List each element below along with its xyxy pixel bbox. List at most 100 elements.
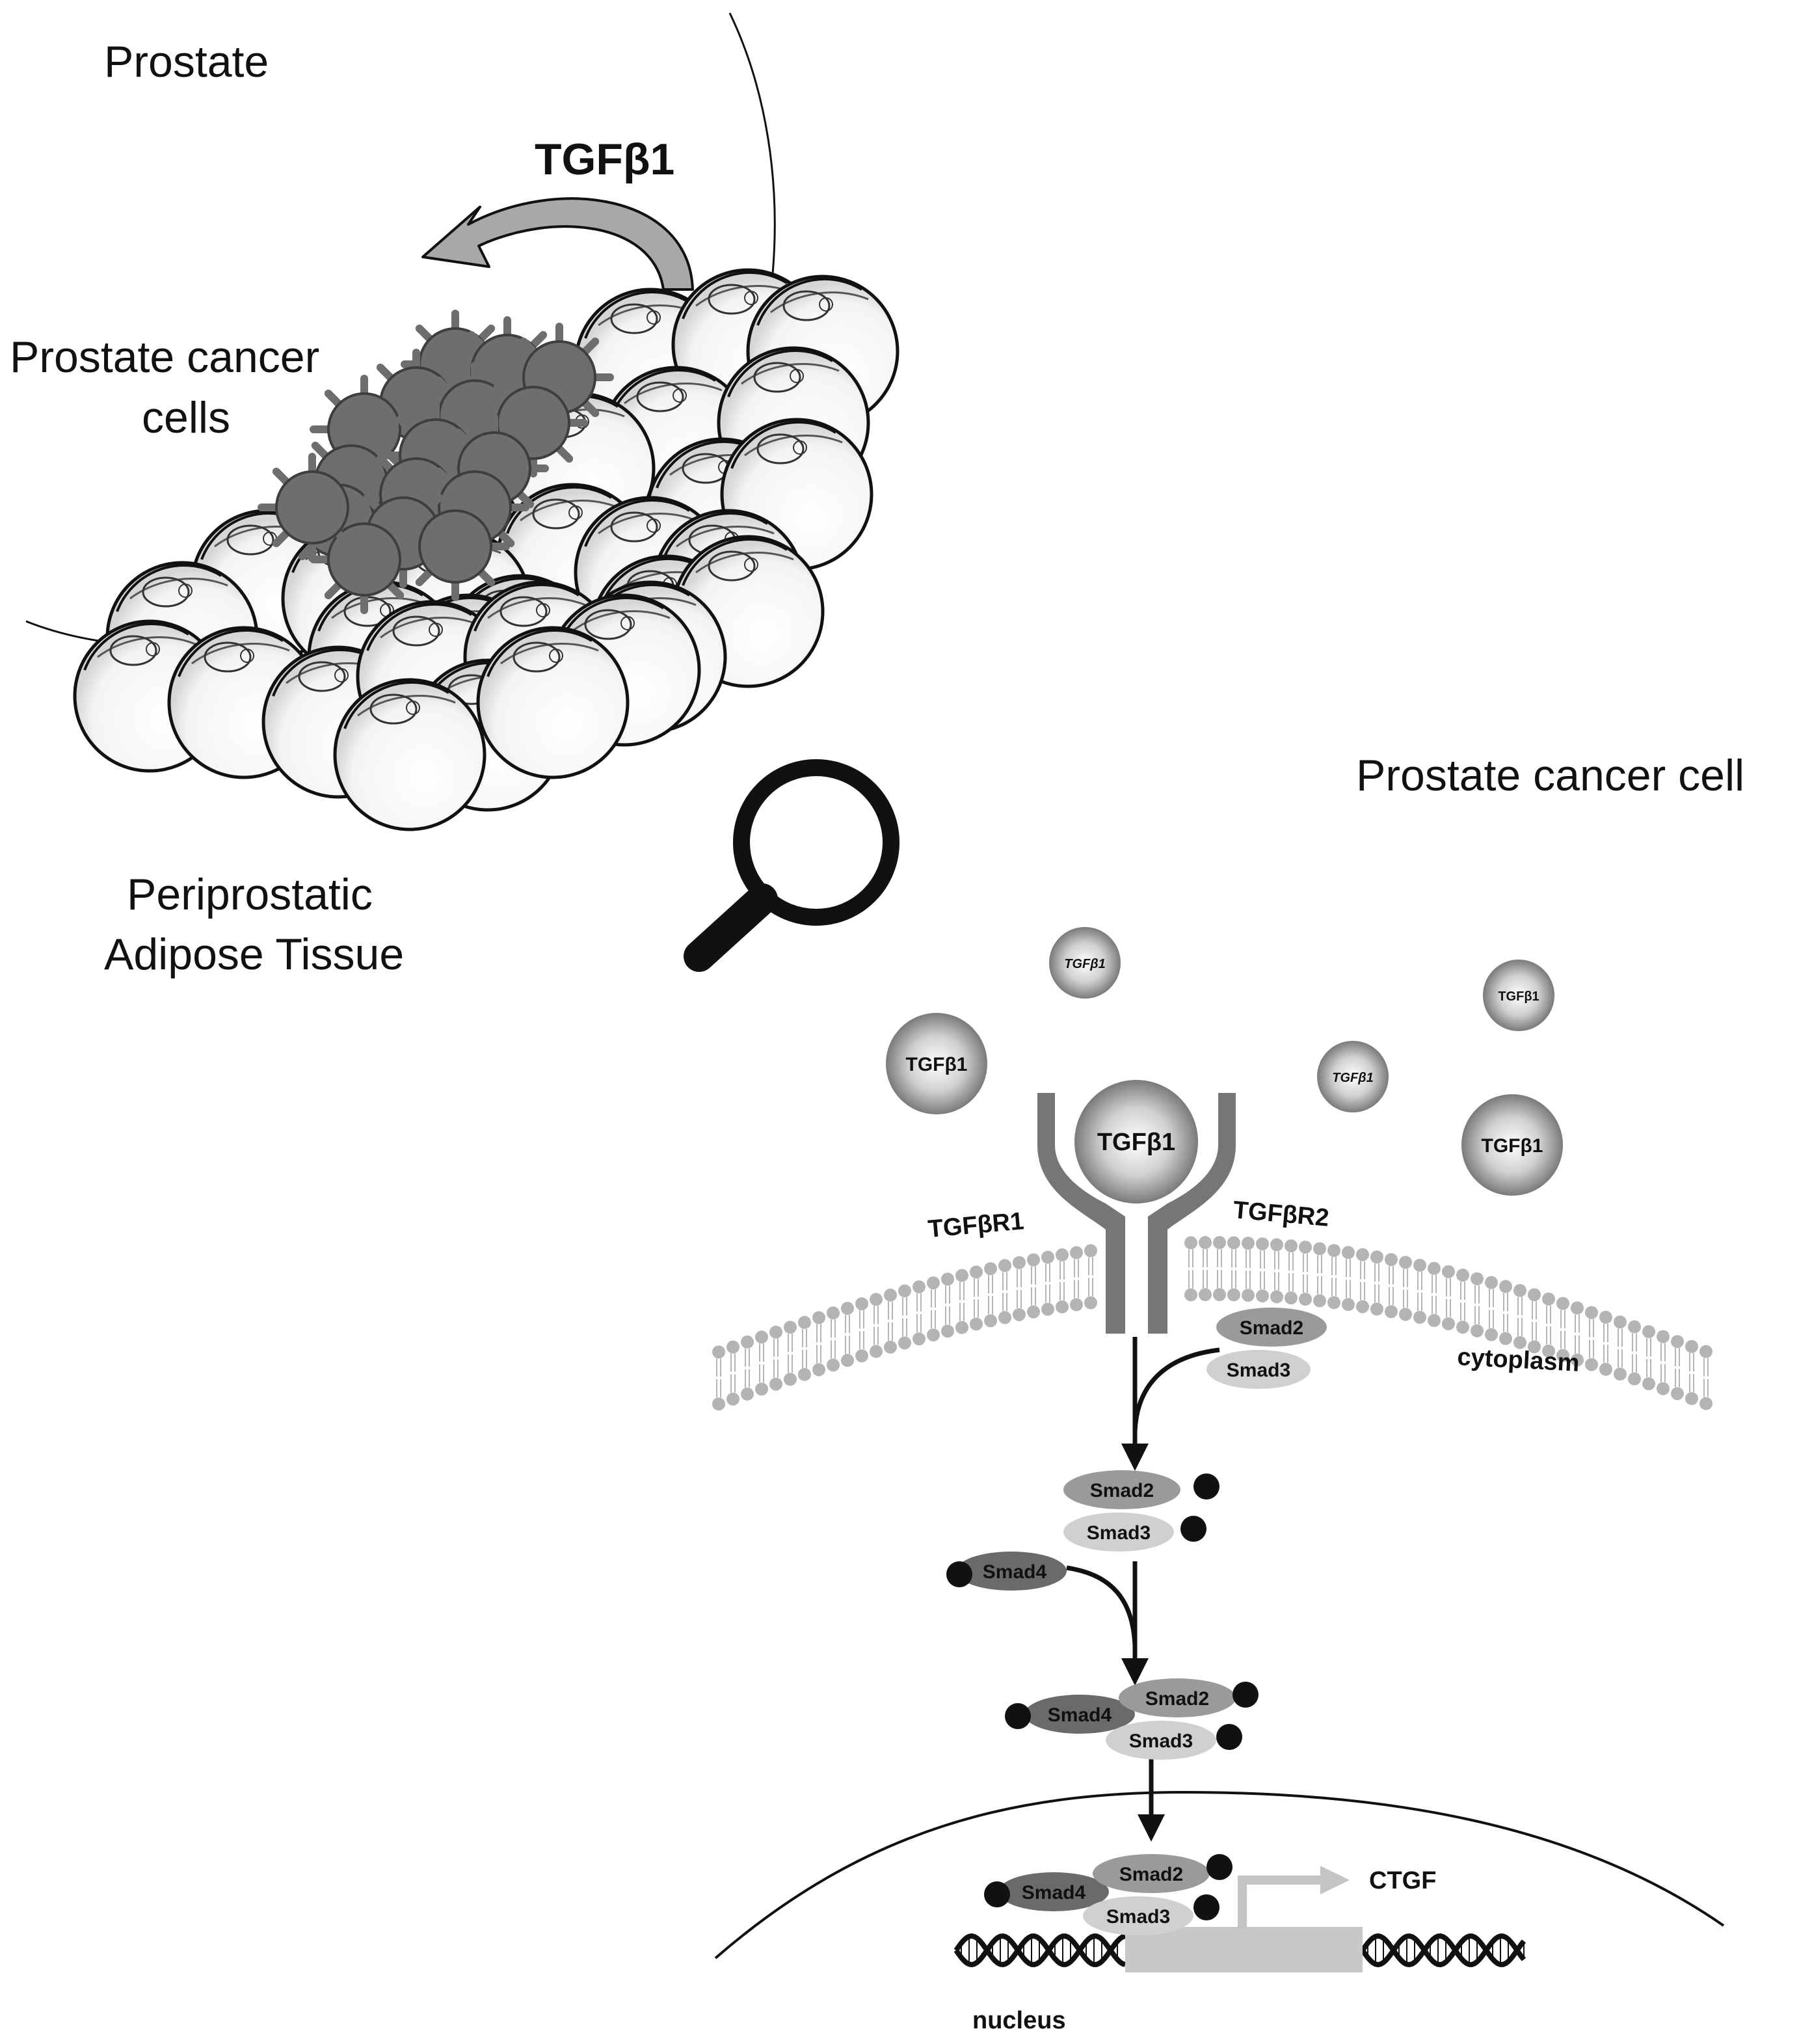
ligand-small-1: TGFβ1 bbox=[1049, 927, 1121, 999]
cytoplasm-label: cytoplasm bbox=[1457, 1343, 1580, 1377]
free-ligands: TGFβ1 TGFβ1 TGFβ1 TGFβ1 TGFβ1 bbox=[886, 927, 1563, 1196]
lipid bbox=[855, 1297, 868, 1363]
lipid bbox=[1671, 1335, 1684, 1401]
svg-text:TGFβ1: TGFβ1 bbox=[1064, 957, 1106, 971]
svg-text:TGFβ1: TGFβ1 bbox=[1482, 1135, 1543, 1157]
cancer-cell bbox=[258, 453, 367, 562]
svg-text:Smad3: Smad3 bbox=[1129, 1730, 1193, 1752]
ligand-medium-1: TGFβ1 bbox=[886, 1013, 987, 1114]
lipid bbox=[841, 1302, 854, 1367]
smad3-nuclear: Smad3 bbox=[1083, 1896, 1193, 1935]
lipid bbox=[1556, 1297, 1569, 1362]
smad2-nuclear: Smad2 bbox=[1093, 1854, 1210, 1893]
lipid bbox=[1313, 1242, 1326, 1308]
svg-text:Smad4: Smad4 bbox=[983, 1561, 1047, 1583]
lipid bbox=[913, 1280, 926, 1346]
lipid bbox=[1699, 1345, 1712, 1410]
ppat-label-line1: Periprostatic bbox=[127, 870, 373, 919]
tgfbr1-receptor bbox=[1037, 1093, 1125, 1334]
tgfbr1-label: TGFβR1 bbox=[927, 1207, 1025, 1243]
lipid bbox=[1227, 1236, 1240, 1302]
lipid bbox=[1299, 1241, 1312, 1306]
lipid bbox=[1013, 1256, 1026, 1321]
svg-text:Smad2: Smad2 bbox=[1119, 1864, 1183, 1885]
smad3-complex: Smad3 bbox=[1106, 1721, 1216, 1760]
ppat-label-line2: Adipose Tissue bbox=[104, 930, 404, 979]
lipid bbox=[927, 1276, 940, 1342]
lipid bbox=[1513, 1284, 1526, 1349]
cancer-cells-label-line1: Prostate cancer bbox=[10, 332, 319, 382]
prostate-label: Prostate bbox=[104, 37, 269, 87]
lipid bbox=[870, 1293, 883, 1358]
svg-text:Smad2: Smad2 bbox=[1145, 1688, 1209, 1710]
svg-text:P: P bbox=[1012, 1706, 1023, 1726]
magnifier-icon bbox=[684, 759, 899, 972]
smad4-free: Smad4 P bbox=[946, 1552, 1067, 1591]
lipid bbox=[984, 1262, 997, 1328]
lipid bbox=[1285, 1239, 1298, 1305]
tgfbr2-receptor bbox=[1148, 1093, 1236, 1334]
svg-text:Smad2: Smad2 bbox=[1240, 1317, 1303, 1339]
ctgf-promoter-region bbox=[1125, 1927, 1363, 1972]
tissue-panel: Prostate TGFβ1 Prostate cancer cells Per… bbox=[10, 12, 899, 979]
lipid bbox=[1628, 1320, 1641, 1386]
cancer-cell bbox=[401, 492, 510, 601]
svg-text:TGFβ1: TGFβ1 bbox=[1498, 989, 1539, 1004]
cancer-cell-cluster bbox=[258, 310, 614, 614]
smad4-nuclear: Smad4 bbox=[998, 1872, 1109, 1911]
dna-helix bbox=[953, 1933, 1526, 1968]
smad2-complex: Smad2 bbox=[1119, 1678, 1236, 1717]
cancer-cells-label-line2: cells bbox=[142, 393, 230, 442]
adipocyte bbox=[476, 626, 630, 779]
svg-text:TGFβ1: TGFβ1 bbox=[1097, 1129, 1175, 1156]
lipid bbox=[1528, 1288, 1541, 1354]
cell-membrane bbox=[712, 1236, 1712, 1411]
ctgf-label: CTGF bbox=[1369, 1867, 1436, 1894]
lipid bbox=[726, 1340, 739, 1406]
svg-text:P: P bbox=[1240, 1685, 1251, 1704]
lipid bbox=[1213, 1236, 1226, 1302]
lipid bbox=[884, 1288, 897, 1354]
tgfbr2-label: TGFβR2 bbox=[1232, 1196, 1330, 1232]
lipid bbox=[1356, 1248, 1369, 1313]
lipid bbox=[1342, 1246, 1355, 1311]
lipid bbox=[712, 1345, 725, 1411]
adipocyte bbox=[333, 678, 486, 831]
smad3-membrane: Smad3 bbox=[1206, 1350, 1311, 1389]
smad-complex-cytoplasm: Smad4 Smad2 Smad3 P P P bbox=[1005, 1678, 1259, 1760]
lipid bbox=[1585, 1306, 1598, 1371]
lipid bbox=[955, 1269, 968, 1334]
lipid bbox=[1485, 1276, 1498, 1341]
lipid bbox=[827, 1306, 840, 1372]
lipid bbox=[1370, 1250, 1383, 1316]
lipid bbox=[1256, 1237, 1269, 1303]
smad3-phospho: Smad3 bbox=[1063, 1513, 1174, 1552]
lipid bbox=[784, 1321, 797, 1386]
lipid bbox=[1614, 1315, 1627, 1381]
smad2-phospho: Smad2 bbox=[1063, 1470, 1180, 1509]
arrow-smad-recruit bbox=[1132, 1347, 1220, 1432]
phospho-smad-pair: Smad2 Smad3 P P bbox=[1063, 1470, 1219, 1552]
lipid bbox=[741, 1335, 754, 1401]
lipid bbox=[1084, 1244, 1097, 1310]
lipid bbox=[1041, 1250, 1054, 1316]
lipid bbox=[1184, 1236, 1197, 1302]
lipid bbox=[1471, 1272, 1484, 1338]
bound-ligand: TGFβ1 bbox=[1074, 1080, 1198, 1204]
svg-text:P: P bbox=[1201, 1477, 1212, 1496]
svg-text:P: P bbox=[1223, 1727, 1234, 1747]
lipid bbox=[998, 1259, 1011, 1325]
transcription-arrow: CTGF bbox=[1238, 1866, 1436, 1929]
lipid bbox=[1642, 1325, 1655, 1391]
ligand-small-2: TGFβ1 bbox=[1483, 960, 1554, 1031]
svg-text:Smad3: Smad3 bbox=[1227, 1360, 1290, 1381]
lipid bbox=[1428, 1261, 1441, 1327]
lipid bbox=[1657, 1330, 1670, 1395]
lipid bbox=[755, 1330, 768, 1396]
svg-text:TGFβ1: TGFβ1 bbox=[1332, 1071, 1374, 1085]
membrane-smad-pair: Smad2 Smad3 bbox=[1206, 1308, 1327, 1389]
ligand-medium-2: TGFβ1 bbox=[1461, 1094, 1563, 1196]
lipid bbox=[798, 1315, 811, 1381]
lipid bbox=[1599, 1310, 1612, 1376]
svg-text:Smad2: Smad2 bbox=[1090, 1480, 1154, 1501]
